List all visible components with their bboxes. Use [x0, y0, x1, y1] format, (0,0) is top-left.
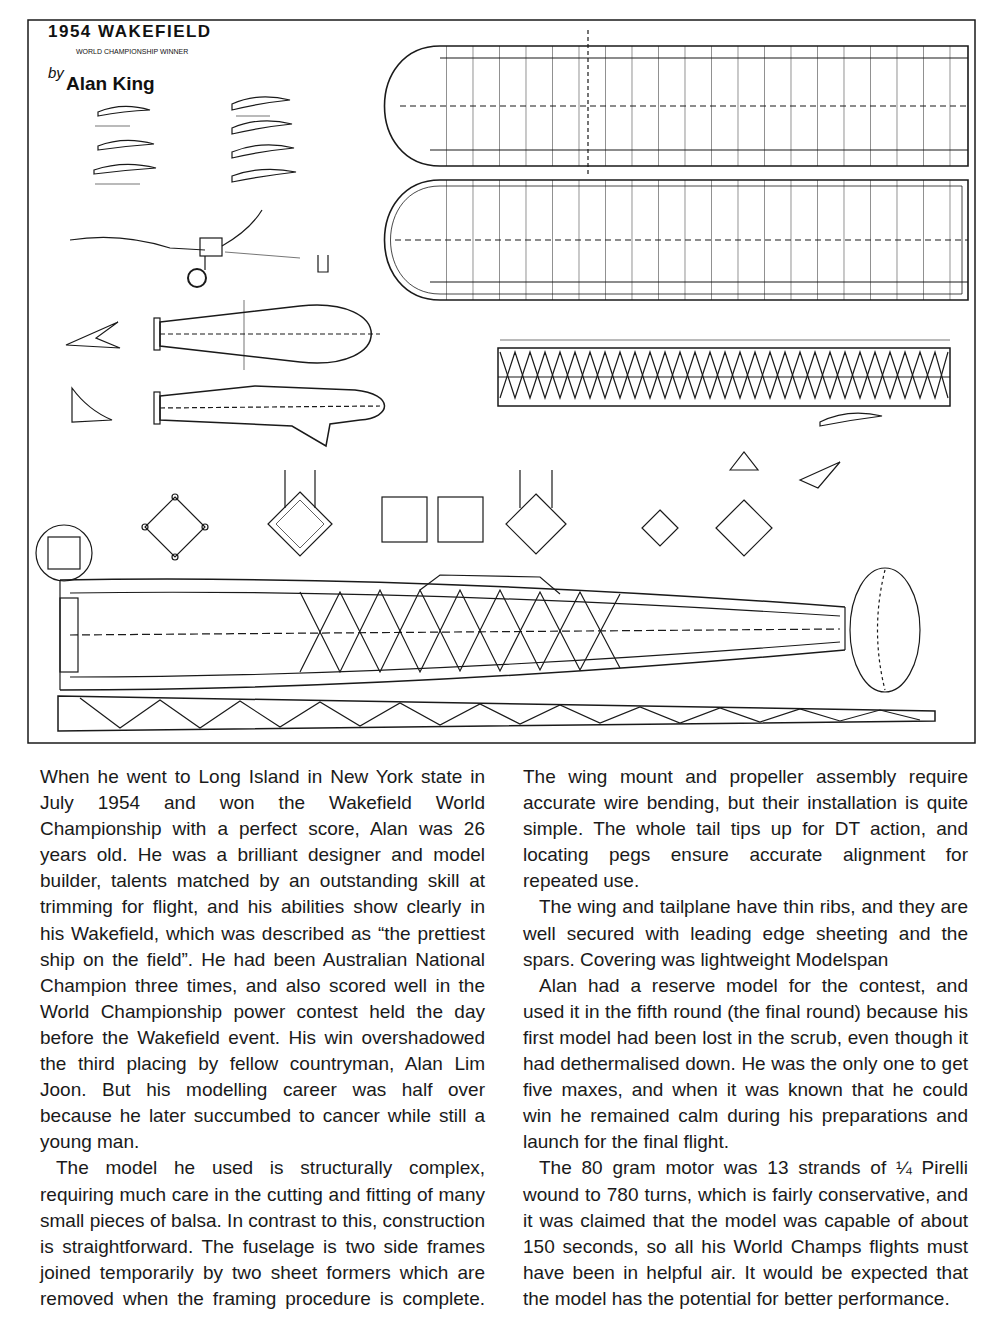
tailplane	[154, 300, 380, 370]
fin	[154, 386, 385, 446]
blade-detail	[66, 322, 120, 348]
plan-title: 1954 WAKEFIELD	[48, 22, 212, 42]
byline-prefix: by	[48, 64, 64, 81]
article-paragraph: When he went to Long Island in New York …	[40, 764, 485, 1155]
article-paragraph: The 80 gram motor was 13 strands of ¼ Pi…	[523, 1155, 968, 1312]
fuselage-plan	[58, 696, 935, 731]
fuselage-side	[60, 568, 920, 692]
article-body: When he went to Long Island in New York …	[40, 764, 968, 1312]
wing-plan	[385, 30, 969, 300]
article-paragraph: The wing and tailplane have thin ribs, a…	[523, 894, 968, 972]
prop-fitting	[70, 210, 328, 287]
fin-detail	[72, 388, 112, 422]
truss-panel	[498, 340, 950, 426]
airfoil-sections	[94, 97, 296, 184]
subtitle: WORLD CHAMPIONSHIP WINNER	[76, 48, 188, 55]
author-name: Alan King	[66, 73, 155, 95]
cross-sections	[36, 452, 840, 581]
plan-frame	[28, 20, 975, 743]
article-paragraph: Alan had a reserve model for the contest…	[523, 973, 968, 1156]
